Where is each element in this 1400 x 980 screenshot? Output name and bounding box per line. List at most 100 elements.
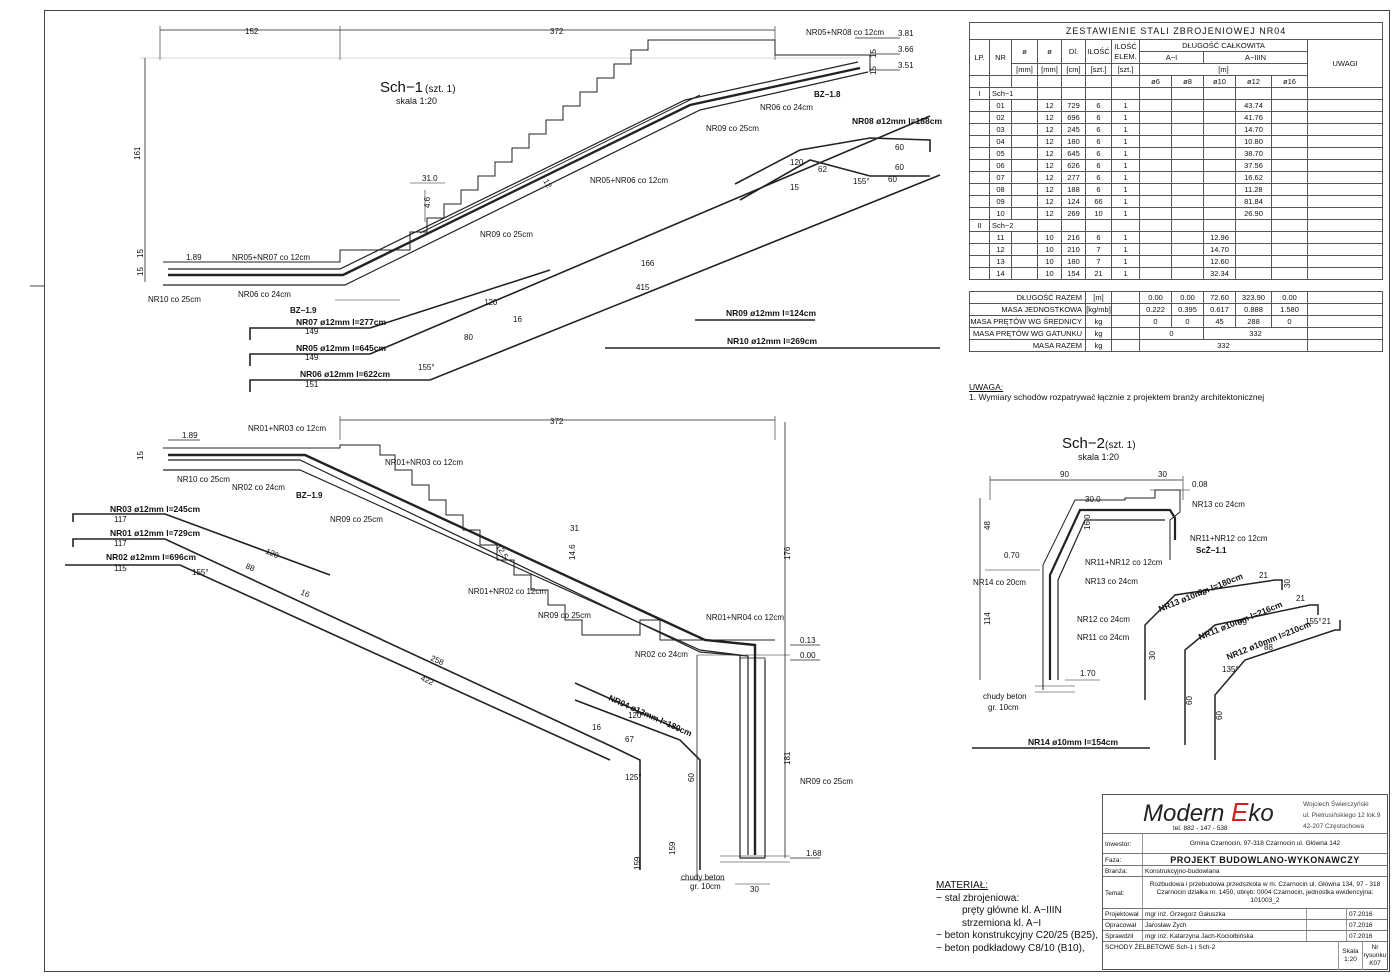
th-unit-szt2: [szt.] [1111,63,1140,76]
tb-drawing-title: SCHODY ŻELBETOWE Sch-1 i Sch-2 [1103,942,1339,970]
sch2-label-nr14: NR14 co 20cm [973,578,1026,587]
sch1b-label-chudy: chudy beton [681,873,725,882]
th-lp: LP. [969,39,990,76]
tb-faza: PROJEKT BUDOWLANO-WYKONAWCZY [1170,855,1360,865]
sch2-label-nr11-nr12a: NR11+NR12 co 12cm [1190,534,1268,543]
sch2-dim-30: 30 [1158,470,1167,479]
th-d12: ø12 [1235,75,1272,88]
sch2-level-070: 0.70 [1004,551,1020,560]
sch1b-level-013: 0.13 [800,636,816,645]
sch1-nr08-seg6: 60 [888,175,897,184]
sch1-level-189: 1.89 [186,253,202,262]
sch1-level-366: 3.66 [898,45,914,54]
sch1b-nr01-seg5: 422 [419,674,435,688]
sch1-count: (szt. 1) [425,84,456,95]
tb-row-temat: Temat: Rozbudowa i przebudowa przedszkol… [1103,876,1387,909]
sch1-bar-nr06: NR06 ø12mm l=622cm [300,369,390,379]
sch1-label-nr05-nr07: NR05+NR07 co 12cm [232,253,310,262]
sch1-nr08-seg1: 60 [895,163,904,172]
sch2-dim-114: 114 [983,612,992,625]
th-unit-mm: [mm] [1011,63,1038,76]
th-ilosc-elem: ILOŚĆ ELEM. [1111,39,1140,64]
sch2-nr12-seg2: 135° [1222,665,1239,674]
sch1-dim-372: 372 [550,27,564,36]
material-line-0: − stal zbrojeniowa: [936,892,1020,904]
sch1-nr08-seg5: 155° [853,177,870,186]
sch1-level-351: 3.51 [898,61,914,70]
sch1-label-nr06: NR06 co 24cm [760,103,813,112]
sch1b-label-nr02: NR02 co 24cm [232,483,285,492]
sch1-dim-15d: 15 [869,49,878,58]
material-line-2: strzemiona kl. A−I [962,917,1042,929]
sch1b-dim-181: 181 [783,751,792,765]
sch2-nr13-seg3: 30 [1148,651,1157,660]
th-phi: ø [1011,39,1038,64]
sch1-bar-nr10: NR10 ø12mm l=269cm [727,336,817,346]
sch1-label-bz19: BZ−1.9 [290,306,317,315]
sch1b-nr01-seg0: 117 [114,539,127,548]
sch1b-label-gr10: gr. 10cm [690,882,721,891]
sch1b-nr04-seg4: 60 [687,773,696,782]
sch2-nr12-seg1: 21 [1322,617,1331,626]
sch1-bar-nr07: NR07 ø12mm l=277cm [296,317,386,327]
th-uwagi: UWAGI [1306,39,1384,88]
sch1-nr07-seg0: 149 [305,327,319,336]
sch1b-label-nr09c: NR09 co 25cm [800,777,853,786]
sch2-nr12-seg3: 155° [1305,617,1322,626]
sch1-label-nr10: NR10 co 25cm [148,295,201,304]
sch2-nr11-seg1: 21 [1296,594,1305,603]
company-address: Wojciech Świerczyński ul. Pietrusińskieg… [1303,801,1381,830]
sch1-title: Sch−1 [380,79,423,96]
tb-investor: Gmina Czarnocin, 97-318 Czarnocin ul. Gł… [1189,840,1341,847]
sch1-nr05-seg2: 166 [641,259,655,268]
th-phi2: ø [1037,39,1062,64]
sch1b-nr04-seg0: 120 [628,711,642,720]
sch1-level-381: 3.81 [898,29,914,38]
note-text: 1. Wymiary schodów rozpatrywać łącznie z… [969,392,1265,402]
th-unit-szt: [szt.] [1085,63,1112,76]
material-title: MATERIAŁ: [936,880,989,891]
sch1-dim-152: 152 [245,27,259,36]
sch2-texts: Sch−2 (szt. 1) skala 1:20 90 30 30.0 16.… [973,435,1331,747]
sch1-nr05-seg1: 80 [464,333,473,342]
tb-row-investor: Inwestor: Gmina Czarnocin, 97-318 Czarno… [1103,833,1387,854]
sch1b-dim-30: 30 [750,885,759,894]
sch1-nr08-seg3: 62 [818,165,827,174]
tb-row-person-1: Opracował Jarosław Zych 07.2016 [1103,919,1387,931]
sch2-label-gr10: gr. 10cm [988,703,1019,712]
tb-row-person-2: Sprawdził mgr inż. Katarzyna Jach-Kocioł… [1103,930,1387,942]
tb-row-branza: Branża: Konstrukcyjno-budowlana [1103,865,1387,877]
th-unit-cm: [cm] [1061,63,1086,76]
sch1b-nr04-seg3: 125° [625,773,642,782]
sch2-label-nr12: NR12 co 24cm [1077,615,1130,624]
sch1-nr08-seg0: 60 [895,143,904,152]
sch1-texts: Sch−1 (szt. 1) skala 1:20 152 372 161 31… [133,27,942,389]
sch1b-bar-nr03: NR03 ø12mm l=245cm [110,504,200,514]
th-d8: ø8 [1171,75,1204,88]
sch1-dim-15b: 15 [136,267,145,276]
sch1-dim-15c: 15 [869,66,878,75]
sch2-bar-nr14: NR14 ø10mm l=154cm [1028,737,1118,747]
tb-row-faza: Faza: PROJEKT BUDOWLANO-WYKONAWCZY [1103,853,1387,866]
company-logo: Modern Eko [1143,797,1274,827]
sch1-label-nr05-nr06: NR05+NR06 co 12cm [590,176,668,185]
sch1-nr05-seg0: 149 [305,353,319,362]
sch1-label-bz18: BZ−1.8 [814,90,841,99]
sch1b-nr01-seg1: 120 [264,547,280,561]
sch1b-label-nr01-nr02: NR01+NR02 co 12cm [468,587,546,596]
